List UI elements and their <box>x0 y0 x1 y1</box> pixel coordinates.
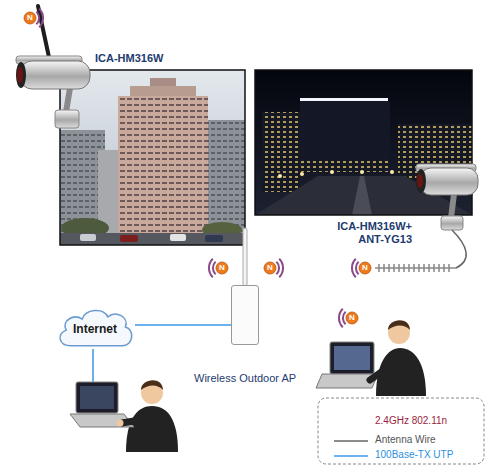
wireless-badge <box>24 12 371 427</box>
wireless-waves <box>36 9 358 430</box>
night-photo <box>300 172 304 176</box>
wireless-waves <box>352 259 359 277</box>
wireless-waves <box>276 259 283 277</box>
user-with-laptop <box>117 420 124 427</box>
bullet-camera <box>17 67 23 83</box>
node-label: Internet <box>73 318 117 336</box>
user-with-laptop <box>316 320 426 396</box>
camera-model: ICA-HM316W <box>95 52 163 65</box>
utp-connector <box>135 324 231 326</box>
legend-label: 2.4GHz 802.11n <box>375 415 447 426</box>
wireless-badge-letter: N <box>347 416 357 426</box>
day-photo <box>60 70 245 245</box>
day-photo <box>205 235 223 242</box>
user-with-laptop <box>330 342 374 374</box>
day-photo <box>80 234 96 241</box>
wireless-waves <box>36 9 43 27</box>
user-with-laptop <box>70 380 178 452</box>
bullet-camera <box>416 169 426 193</box>
wireless-badge <box>24 12 36 24</box>
day-photo <box>60 233 245 245</box>
utp-wire <box>92 349 94 382</box>
bullet-camera <box>420 168 478 195</box>
wireless-badge <box>359 262 371 274</box>
yagi-antenna <box>375 264 456 272</box>
night-photo <box>360 170 364 174</box>
legend-line-sample <box>334 440 368 442</box>
bullet-camera <box>16 62 26 88</box>
bullet-camera <box>16 6 90 128</box>
day-photo <box>118 96 208 245</box>
bullet-camera <box>417 174 423 188</box>
cloud-node: Internet <box>55 305 135 349</box>
user-with-laptop <box>388 320 410 330</box>
day-photo <box>120 235 138 242</box>
wireless-badge-letter: N <box>217 263 227 273</box>
cloud-outline <box>60 311 132 346</box>
user-with-laptop <box>126 406 178 452</box>
day-photo <box>170 234 186 241</box>
user-with-laptop <box>76 382 118 413</box>
bullet-camera <box>416 164 478 230</box>
antenna-wire <box>452 230 466 268</box>
photo-frame <box>60 70 245 245</box>
night-photo <box>262 112 300 192</box>
wireless-badge <box>216 262 228 274</box>
yagi-antenna <box>379 264 449 272</box>
night-photo <box>278 174 282 178</box>
wireless-badge <box>264 262 276 274</box>
node-label: Wireless Outdoor AP <box>194 372 296 384</box>
night-photo <box>300 98 388 101</box>
wireless-waves <box>339 309 346 327</box>
user-with-laptop <box>370 370 384 380</box>
bullet-camera <box>55 110 79 128</box>
wireless-badge-letter: N <box>360 263 370 273</box>
legend-frame <box>318 398 484 464</box>
bullet-camera <box>66 88 70 112</box>
bullet-camera <box>38 6 50 62</box>
ap-antenna <box>243 228 247 286</box>
user-with-laptop <box>122 420 140 423</box>
legend-line-sample <box>334 455 368 457</box>
user-with-laptop <box>80 386 114 409</box>
night-photo <box>300 158 390 172</box>
bullet-camera <box>20 61 90 89</box>
legend-label: 100Base-TX UTP <box>375 449 453 460</box>
wireless-badge <box>346 312 358 324</box>
wireless-badge-letter: N <box>25 13 35 23</box>
camera-model: ICA-HM316W+ ANT-YG13 <box>330 220 412 246</box>
wireless-badge-letter: N <box>265 263 275 273</box>
night-photo <box>300 101 390 173</box>
bullet-camera <box>441 216 463 230</box>
wireless-waves <box>209 259 216 277</box>
day-photo <box>60 70 245 245</box>
access-point: Wireless Outdoor AP <box>231 285 259 345</box>
legend-label: Antenna Wire <box>375 434 436 445</box>
bullet-camera <box>451 194 454 218</box>
wireless-badge-letter: N <box>347 313 357 323</box>
night-photo <box>352 176 372 215</box>
night-photo <box>390 170 394 174</box>
ap-antenna <box>243 228 247 286</box>
night-photo <box>330 170 334 174</box>
user-with-laptop <box>141 380 163 390</box>
user-with-laptop <box>334 346 370 370</box>
